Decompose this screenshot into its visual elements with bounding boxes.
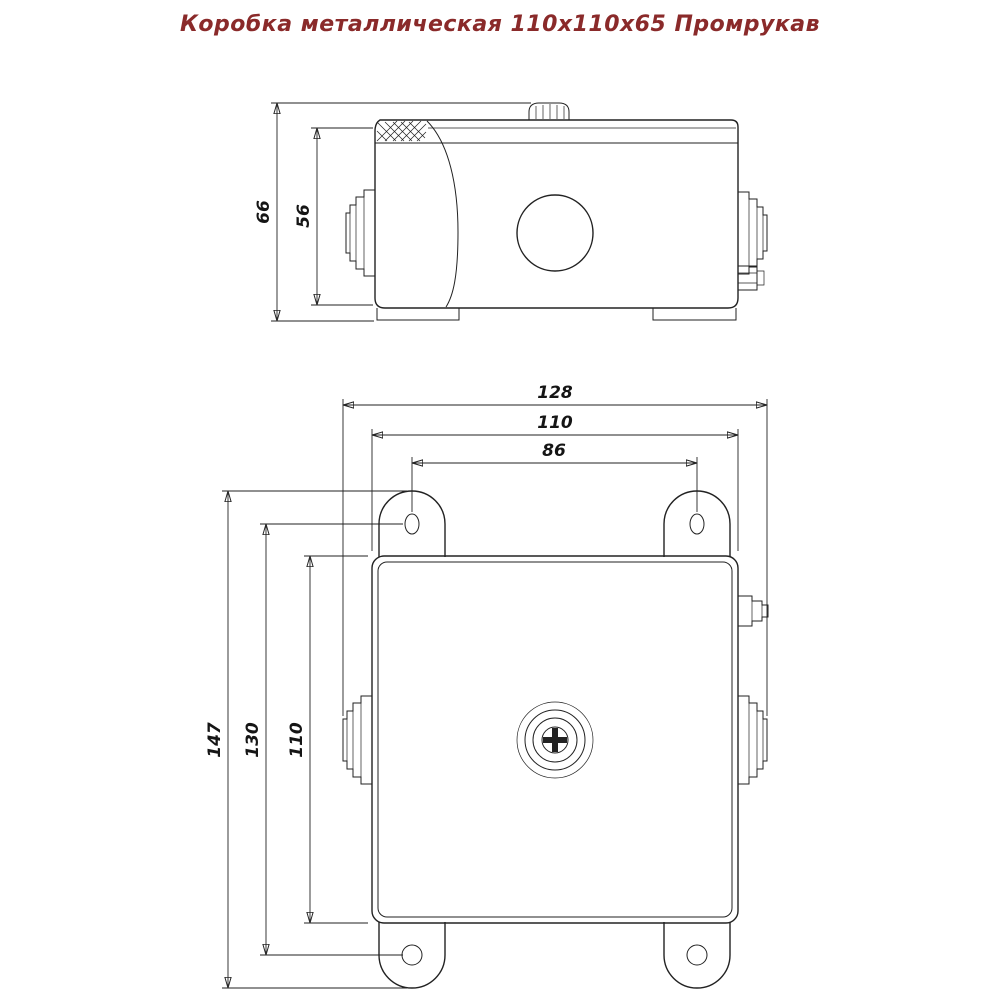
left-cable-gland-side — [345, 189, 375, 277]
side-view — [345, 102, 768, 321]
top-screw-boss — [528, 102, 570, 120]
dim-text-hole-spacing-y: 130 — [243, 722, 263, 758]
phillips-cross-icon — [543, 728, 567, 752]
ear-hole-top-right — [689, 513, 705, 535]
box-body-outline — [374, 119, 739, 309]
right-cable-gland-plan — [738, 695, 768, 785]
section-hatching — [376, 120, 427, 142]
ear-hole-bottom-left — [401, 944, 423, 966]
dim-text-box-width: 110 — [537, 413, 573, 433]
boss-knurling — [535, 104, 565, 119]
mounting-feet-side — [376, 308, 737, 321]
plan-view-dimensions: 128 110 86 147 130 110 — [205, 383, 767, 988]
dim-text-box-height: 110 — [287, 722, 307, 758]
left-cable-gland-plan — [342, 695, 372, 785]
side-view-dimensions: 66 56 — [254, 103, 531, 321]
ground-terminal-plan — [738, 595, 769, 627]
lid-corner-curve — [426, 120, 459, 308]
knockout-circle — [516, 194, 594, 272]
drawing-title: Коробка металлическая 110x110x65 Промрук… — [179, 12, 821, 37]
plan-view — [342, 490, 769, 989]
dim-text-overall-width: 128 — [537, 383, 573, 403]
ground-terminal-side — [738, 265, 765, 291]
dim-text-overall-height-plan: 147 — [205, 722, 225, 758]
dim-text-hole-spacing-x: 86 — [542, 441, 566, 461]
dim-text-body-height: 56 — [294, 204, 314, 228]
ear-hole-top-left — [404, 513, 420, 535]
dim-text-overall-height: 66 — [254, 200, 274, 224]
right-cable-gland-side — [738, 191, 768, 275]
ear-hole-bottom-right — [686, 944, 708, 966]
box-outer-edge — [371, 555, 739, 924]
lid-screw — [516, 701, 594, 779]
lid-edge — [377, 561, 733, 918]
